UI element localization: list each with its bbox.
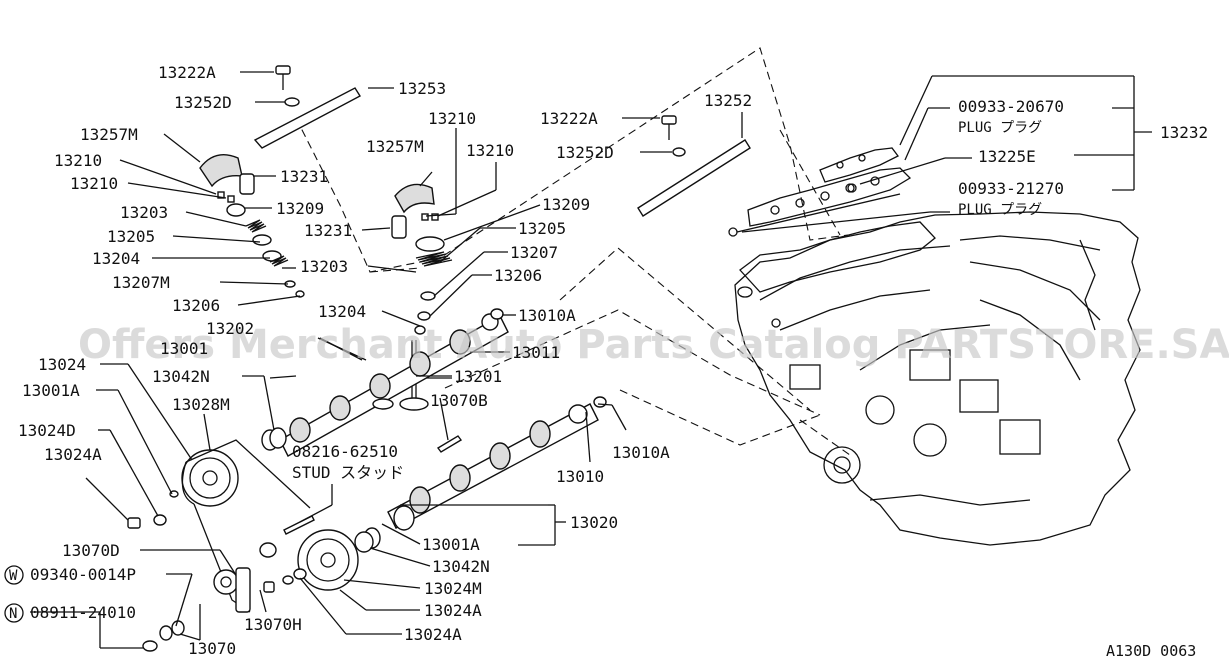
- label-08216-62510: 08216-62510: [292, 442, 398, 461]
- label-13222A-center: 13222A: [540, 109, 598, 128]
- label-13024A-left: 13024A: [44, 445, 102, 464]
- part-number-labels: 13222A 13253 13252D 13257M 13210 13231 1…: [4, 63, 1208, 660]
- label-13001: 13001: [160, 339, 208, 358]
- lower-camshaft: [363, 396, 607, 549]
- diagram-reference-code: A130D 0063: [1106, 642, 1196, 660]
- label-13204-center: 13204: [318, 302, 366, 321]
- label-plug-lower: PLUG プラグ: [958, 202, 1042, 218]
- label-13252D-left: 13252D: [174, 93, 232, 112]
- label-13210-b: 13210: [70, 174, 118, 193]
- label-13010A-lower: 13010A: [612, 443, 670, 462]
- label-13207: 13207: [510, 243, 558, 262]
- label-13252D-center: 13252D: [556, 143, 614, 162]
- label-13210-d: 13210: [466, 141, 514, 160]
- label-13253: 13253: [398, 79, 446, 98]
- label-13024D: 13024D: [18, 421, 76, 440]
- label-13028M: 13028M: [172, 395, 230, 414]
- label-13209-left: 13209: [276, 199, 324, 218]
- circled-letter-n: N: [9, 606, 17, 622]
- label-13010A-upper: 13010A: [518, 306, 576, 325]
- label-13042N-upper: 13042N: [152, 367, 210, 386]
- label-13222A-left: 13222A: [158, 63, 216, 82]
- label-13202: 13202: [206, 319, 254, 338]
- label-09340-0014P: 09340-0014P: [30, 565, 136, 584]
- label-13001A-left: 13001A: [22, 381, 80, 400]
- label-13042N-lower: 13042N: [432, 557, 490, 576]
- label-13205-center: 13205: [518, 219, 566, 238]
- label-13201: 13201: [454, 367, 502, 386]
- label-13225E: 13225E: [978, 147, 1036, 166]
- upper-rocker-shaft: [637, 115, 751, 217]
- leader-lines: [30, 71, 1152, 649]
- label-13070D: 13070D: [62, 541, 120, 560]
- label-stud: STUD スタッド: [292, 463, 404, 482]
- label-13070H: 13070H: [244, 615, 302, 634]
- label-13010: 13010: [556, 467, 604, 486]
- label-00933-20670: 00933-20670: [958, 97, 1064, 116]
- label-13203-left: 13203: [120, 203, 168, 222]
- circled-letter-w: W: [9, 568, 18, 584]
- label-13024A-bottom: 13024A: [404, 625, 462, 644]
- label-13204-left: 13204: [92, 249, 140, 268]
- label-08911-24010: 08911-24010: [30, 603, 136, 622]
- label-13024A-mid: 13024A: [424, 601, 482, 620]
- label-13257M-left: 13257M: [80, 125, 138, 144]
- label-13011: 13011: [512, 343, 560, 362]
- label-13020: 13020: [570, 513, 618, 532]
- gasket-and-plug-drawing: [728, 147, 912, 237]
- label-13024-left: 13024: [38, 355, 86, 374]
- label-13001A-lower: 13001A: [422, 535, 480, 554]
- label-13205-left: 13205: [107, 227, 155, 246]
- label-13024M: 13024M: [424, 579, 482, 598]
- label-plug-upper: PLUG プラグ: [958, 120, 1042, 136]
- label-13231-left: 13231: [280, 167, 328, 186]
- label-13070B: 13070B: [430, 391, 488, 410]
- label-13210-a: 13210: [54, 151, 102, 170]
- label-13203-center: 13203: [300, 257, 348, 276]
- watermark-text: Offers Merchant Auto Parts Catalog PARTS…: [78, 322, 1229, 368]
- label-13232: 13232: [1160, 123, 1208, 142]
- label-00933-21270: 00933-21270: [958, 179, 1064, 198]
- timing-belt-assembly: [127, 427, 374, 652]
- label-13206-center: 13206: [494, 266, 542, 285]
- dashed-guide-lines: [295, 47, 851, 456]
- upper-camshaft: [261, 308, 509, 457]
- label-13210-c: 13210: [428, 109, 476, 128]
- label-13209-center: 13209: [542, 195, 590, 214]
- engine-block-drawing: [734, 211, 1141, 546]
- label-13207M: 13207M: [112, 273, 170, 292]
- center-rocker-assembly: [391, 183, 453, 411]
- label-13070: 13070: [188, 639, 236, 658]
- label-13257M-center: 13257M: [366, 137, 424, 156]
- label-13206-left: 13206: [172, 296, 220, 315]
- label-13252: 13252: [704, 91, 752, 110]
- label-13231-center: 13231: [304, 221, 352, 240]
